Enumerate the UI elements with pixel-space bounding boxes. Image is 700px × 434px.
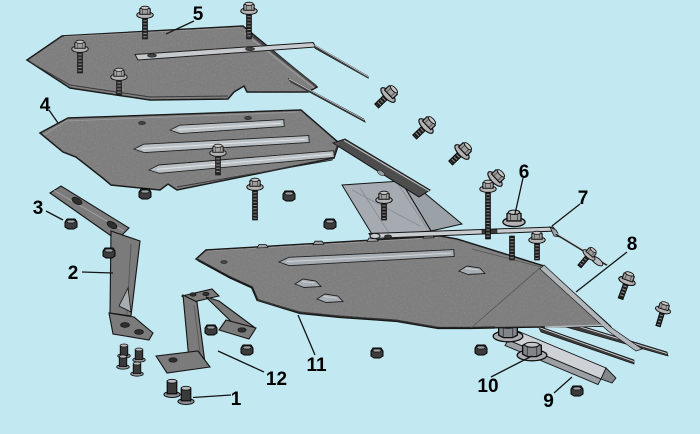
svg-text:11: 11 (306, 355, 327, 376)
svg-text:7: 7 (578, 188, 589, 209)
svg-text:8: 8 (627, 234, 638, 255)
svg-text:4: 4 (40, 95, 51, 116)
svg-text:1: 1 (231, 389, 242, 410)
svg-text:10: 10 (477, 376, 498, 397)
svg-text:5: 5 (193, 4, 204, 25)
svg-text:6: 6 (519, 162, 530, 183)
svg-text:9: 9 (543, 391, 554, 412)
svg-text:3: 3 (33, 198, 44, 219)
svg-text:2: 2 (68, 263, 79, 284)
svg-text:12: 12 (266, 369, 287, 390)
